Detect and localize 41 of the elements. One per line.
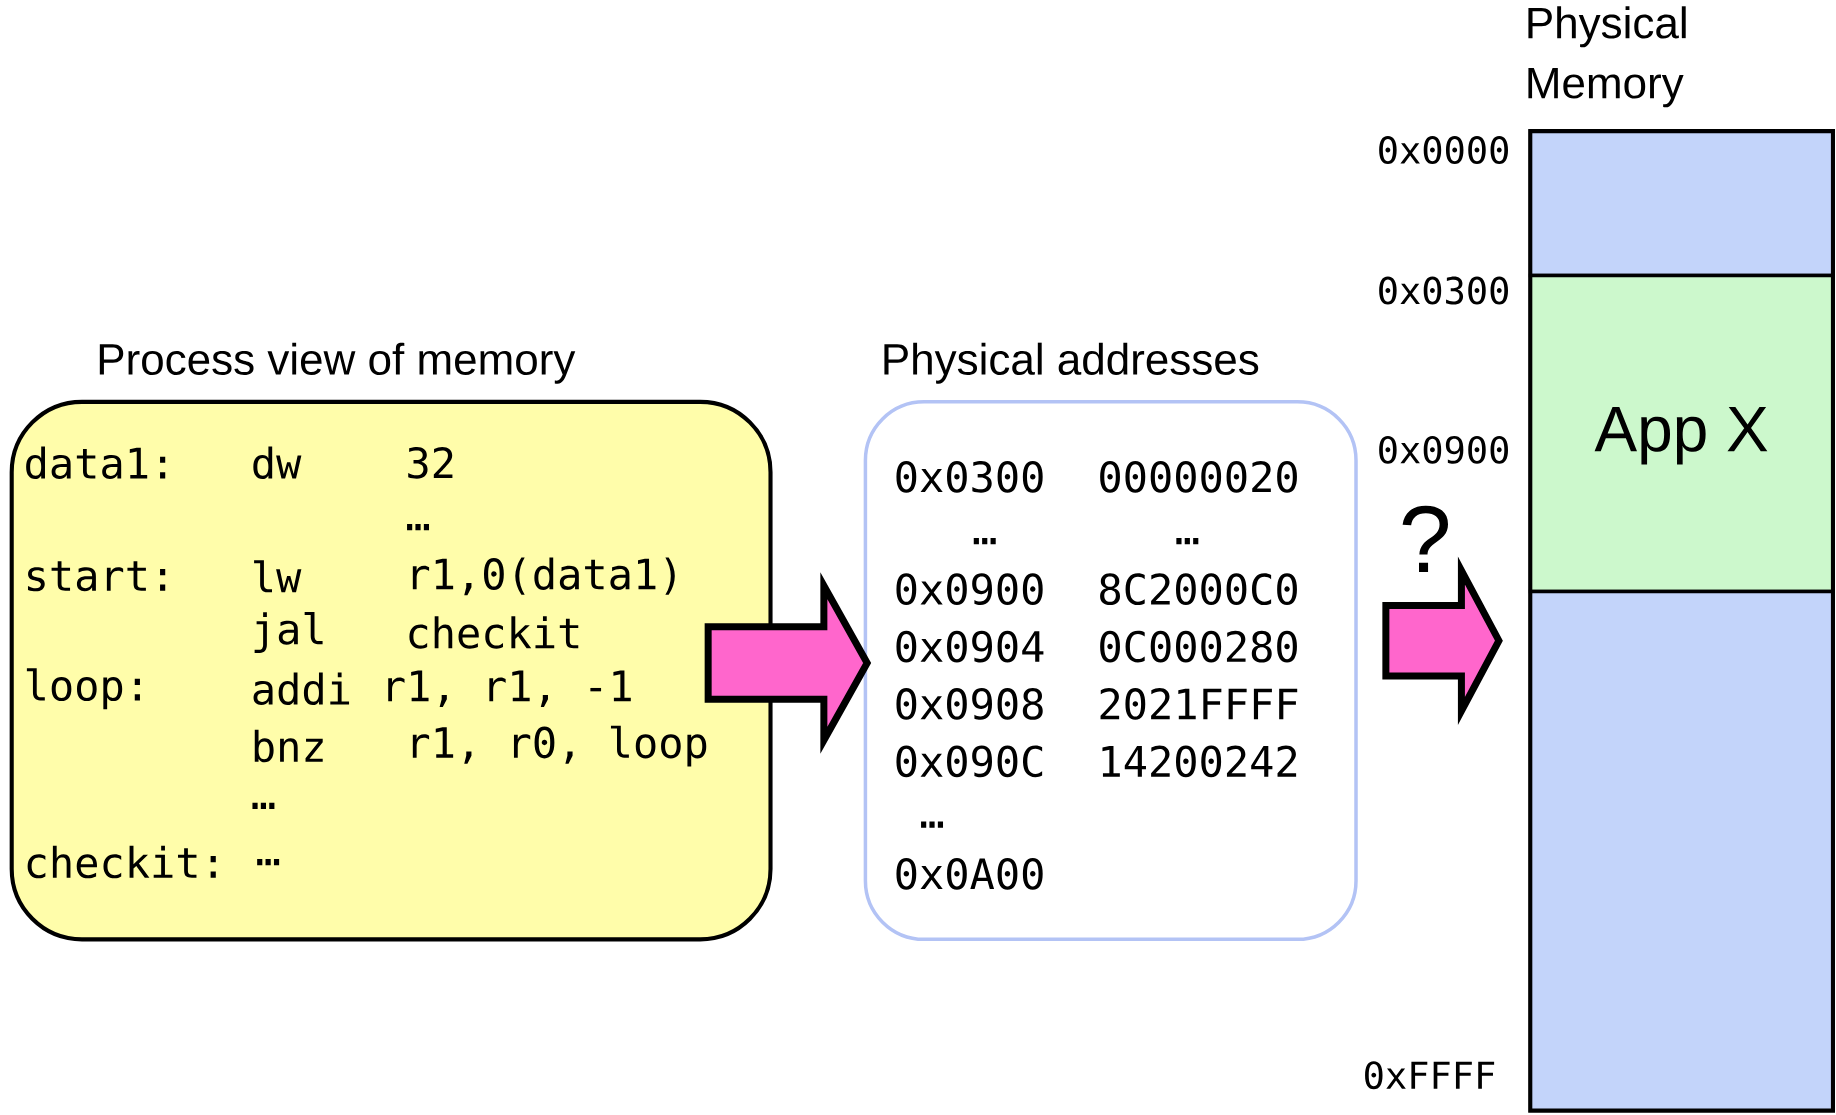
code-text: jal: [254, 612, 323, 653]
code-text: r1,0(data1): [412, 557, 675, 596]
box-heading: Process view of memory: [99, 342, 576, 384]
code-text: checkit: [409, 616, 579, 649]
code-text: …: [1176, 538, 1199, 545]
code-text: r1, r1, -1: [388, 670, 631, 708]
code-text: start:: [28, 561, 166, 592]
block-arrow: [704, 572, 872, 754]
code-text: dw: [253, 446, 302, 480]
code-text: 8C2000C0: [1100, 573, 1297, 606]
code-text: 32: [408, 446, 453, 479]
column-heading: Physical Memory: [1528, 6, 1686, 108]
code-text: 0x0908: [896, 688, 1043, 720]
code-text: …: [252, 802, 275, 809]
code-text: r1, r0, loop: [412, 725, 707, 767]
block-arrow: [1382, 556, 1503, 725]
code-text: 0x0A00: [896, 857, 1043, 890]
code-text: …: [407, 524, 429, 531]
code-text: 2021FFFF: [1100, 688, 1298, 720]
code-text: lw: [254, 560, 302, 593]
code-text: 00000020: [1100, 460, 1297, 493]
code-text: 0C000280: [1100, 630, 1297, 663]
code-text: data1:: [26, 446, 166, 480]
code-text: 0x0904: [896, 630, 1044, 663]
address-label: 0xFFFF: [1365, 1061, 1495, 1090]
code-text: 0x090C: [896, 745, 1043, 778]
code-text: 0x0900: [896, 573, 1043, 606]
segment-label: App X: [1594, 407, 1768, 465]
code-text: checkit:: [27, 845, 216, 879]
code-text: …: [973, 538, 996, 545]
code-text: addi: [253, 672, 350, 706]
code-text: …: [921, 821, 943, 828]
question-mark: ?: [1402, 505, 1448, 573]
code-text: loop:: [26, 668, 140, 710]
code-text: …: [257, 858, 280, 866]
address-label: 0x0300: [1379, 276, 1508, 305]
address-label: 0x0900: [1379, 435, 1508, 464]
code-text: 14200242: [1102, 745, 1297, 778]
code-text: bnz: [254, 729, 323, 763]
code-text: 0x0300: [896, 460, 1043, 493]
box-heading: Physical addresses: [884, 342, 1259, 384]
